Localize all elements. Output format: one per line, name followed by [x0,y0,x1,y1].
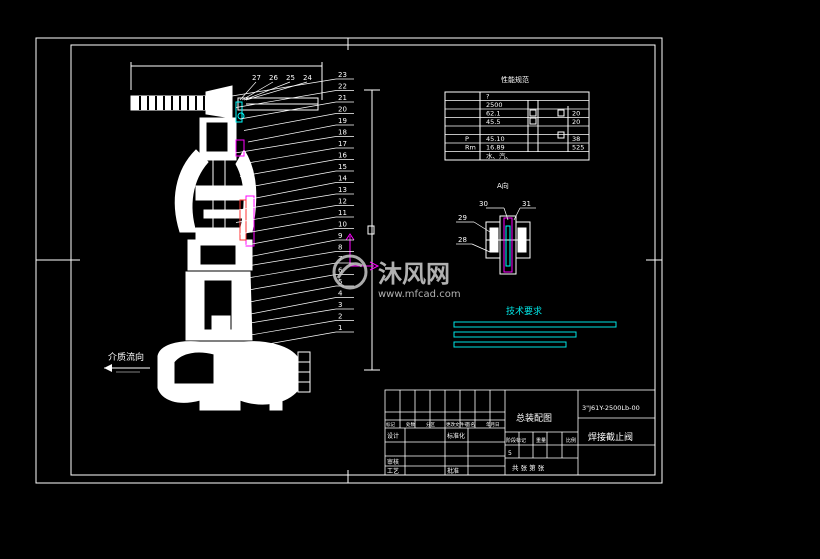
title-block-row-label: 分区 [426,421,435,428]
balloon-number: 12 [338,198,347,206]
title-block-row-label: 年月日 [486,421,500,428]
review-label: 审核 [387,458,399,466]
perf-cell: 20 [572,110,580,118]
perf-cell: 20 [572,118,580,126]
standard-label: 标准化 [447,432,465,440]
stage-header: 阶段标记 [506,437,526,444]
balloon-number: 17 [338,140,347,148]
tech-req-title: 技术要求 [506,305,542,317]
perf-cell: 45.5 [486,118,500,126]
balloon-number-top: 26 [269,74,278,82]
view-a-title: A向 [497,181,509,190]
balloon-number: 23 [338,71,347,79]
watermark: 沐风网 www.mfcad.com [332,254,461,300]
view-a-num-29: 29 [458,214,467,222]
outer-frame [35,37,663,484]
perf-cell: 16.89 [486,144,505,152]
watermark-brand: 沐风网 [378,260,450,288]
balloon-number: 18 [338,129,347,137]
perf-cell: 62.1 [486,110,500,118]
perf-cell: 水、汽、 [486,151,512,160]
perf-cell: 525 [572,144,584,152]
process-label: 工艺 [387,467,399,475]
view-a-num-28: 28 [458,236,467,244]
balloon-number: 11 [338,209,347,217]
perf-table-title: 性能规范 [501,75,529,84]
leader-lines [231,78,354,350]
title-block-row-label: 处数 [406,421,415,428]
balloon-number: 14 [338,175,347,183]
technical-requirements: 技术要求 [453,305,617,348]
part-name: 焊接截止阀 [588,431,633,443]
title-block-row-label: 标记 [386,421,395,428]
balloon-number: 10 [338,221,347,229]
stage-header: 重量 [536,437,546,444]
balloon-number: 16 [338,152,347,160]
perf-cell: 2500 [486,101,503,109]
balloon-number: 5 [338,278,342,286]
title-block-row-label: 签名 [466,421,475,428]
balloon-number: 8 [338,244,342,252]
balloon-number: 1 [338,324,342,332]
balloon-number-top: 27 [252,74,261,82]
drawing-name: 总装配图 [516,412,552,424]
balloon-number: 2 [338,313,342,321]
balloon-number-top: 24 [303,74,312,82]
balloon-number: 20 [338,106,347,114]
valve-assembly-drawing [130,62,380,411]
balloon-number: 3 [338,301,342,309]
balloon-number-top: 25 [286,74,295,82]
balloon-number: 4 [338,290,343,298]
sheet-count: 共 张 第 张 [512,463,545,472]
balloon-number: 15 [338,163,347,171]
perf-cell: P [465,135,469,143]
flow-direction: 介质流向 [104,351,150,373]
drawing-code: 3"J61Y-2500Lb-00 [582,404,640,412]
title-block-text: 总装配图 3"J61Y-2500Lb-00 焊接截止阀 标记 处数 分区 更改文件号签… [386,404,640,475]
balloon-number: 19 [338,117,347,125]
balloon-number: 6 [338,267,343,275]
perf-cell: Rm [465,144,476,152]
watermark-logo-icon [332,254,368,290]
title-block [384,389,656,476]
perf-cell: ? [486,93,489,101]
view-a-num-30: 30 [479,200,488,208]
stage-header: 比例 [566,437,576,444]
flow-arrow-icon [104,364,112,372]
balloon-number: 13 [338,186,347,194]
balloon-number: 22 [338,83,347,91]
perf-cell: 38 [572,135,580,143]
view-a-detail: A向 30 31 29 28 [456,181,536,275]
design-label: 设计 [387,432,399,440]
perf-cell: 45.10 [486,135,505,143]
balloon-number-row: 27 26 25 24 [252,74,312,82]
balloon-number: 9 [338,232,342,240]
flow-label: 介质流向 [108,351,144,363]
scale-value: 5 [508,450,512,457]
view-a-num-31: 31 [522,200,531,208]
approve-label: 批准 [447,467,459,475]
balloon-number: 21 [338,94,347,102]
accent-details [235,101,380,271]
title-block-row-label: 更改文件号 [446,421,469,428]
watermark-url: www.mfcad.com [378,289,461,300]
